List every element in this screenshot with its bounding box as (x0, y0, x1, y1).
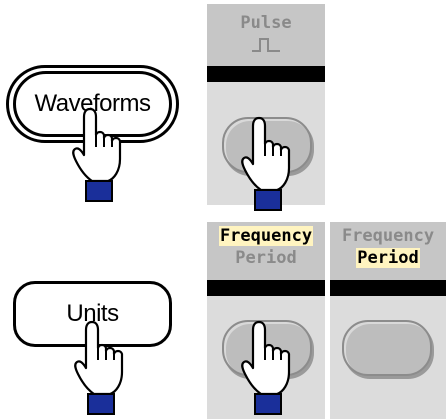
pulse-softkey-label: Pulse (207, 4, 325, 66)
frequency-period-softkey-column: Frequency Period (207, 222, 325, 419)
pulse-softkey-column: Pulse (207, 4, 325, 212)
softkey-divider (330, 280, 446, 296)
period-option: Period (235, 248, 297, 268)
frequency-period-softkey-label-2: Frequency Period (330, 222, 446, 280)
period-option-selected: Period (356, 248, 420, 268)
softkey-divider (207, 280, 325, 296)
hand-pointer-icon (241, 116, 291, 212)
pulse-label-text: Pulse (240, 13, 292, 33)
hand-pointer-icon (72, 107, 122, 203)
frequency-option: Frequency (341, 226, 435, 246)
frequency-period-softkey-column-2: Frequency Period (330, 222, 446, 419)
softkey-divider (207, 66, 325, 82)
hand-pointer-icon (74, 320, 124, 416)
hand-pointer-icon (241, 320, 291, 416)
frequency-period-softkey-button-2[interactable] (342, 320, 432, 376)
pulse-waveform-icon (252, 38, 280, 52)
frequency-option-selected: Frequency (218, 226, 314, 246)
frequency-period-softkey-label: Frequency Period (207, 222, 325, 280)
